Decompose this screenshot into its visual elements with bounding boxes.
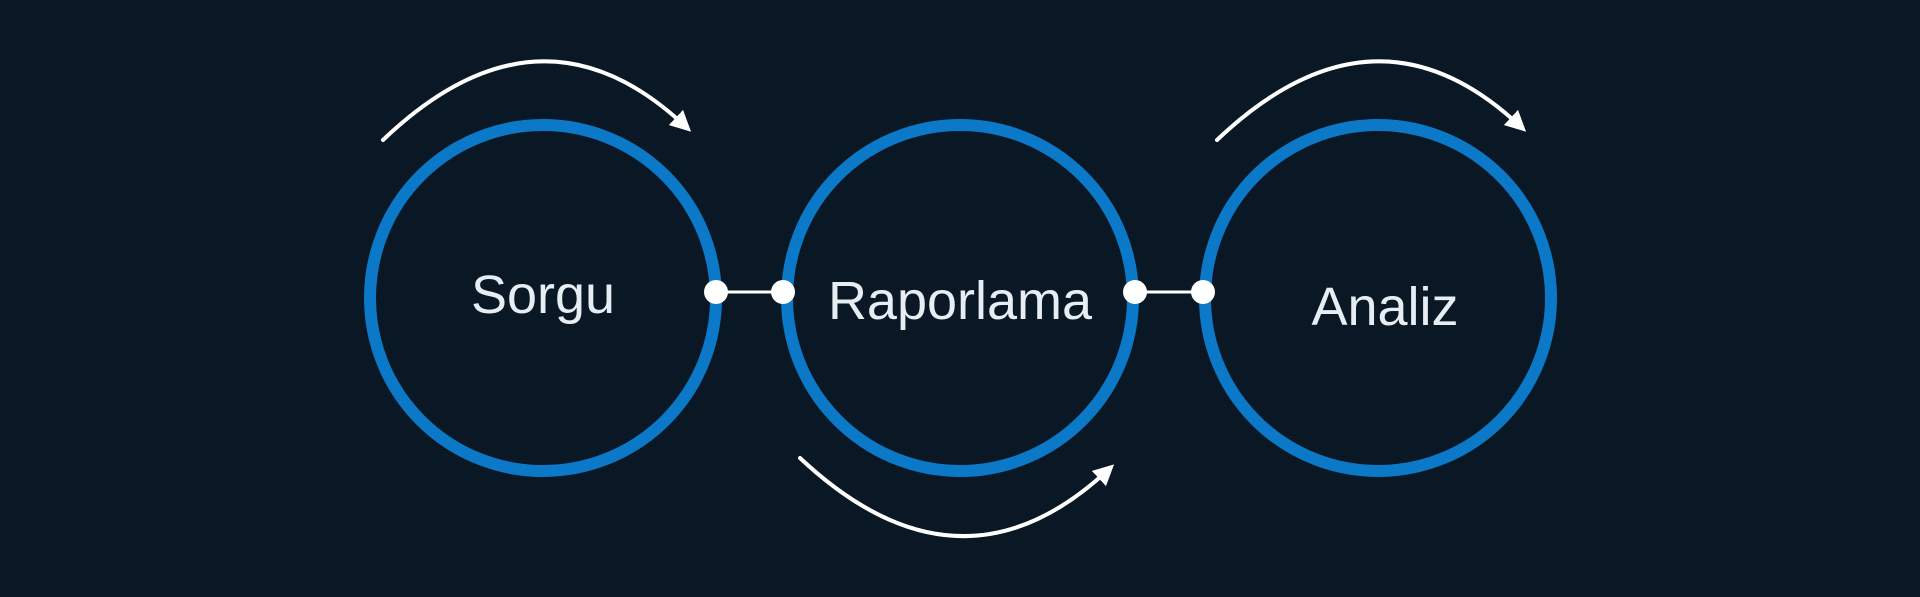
- arrow-curve-analiz: [1215, 59, 1527, 142]
- node-label-raporlama: Raporlama: [828, 271, 1093, 331]
- arrow-curve-sorgu: [381, 59, 692, 142]
- connector-dot-2b: [1191, 280, 1215, 304]
- connector-dot-2a: [1123, 280, 1147, 304]
- connector-dot-1a: [704, 280, 728, 304]
- connector-dot-1b: [771, 280, 795, 304]
- node-label-sorgu: Sorgu: [471, 265, 615, 325]
- arrow-curve-raporlama: [798, 456, 1115, 538]
- node-label-analiz: Analiz: [1311, 277, 1458, 337]
